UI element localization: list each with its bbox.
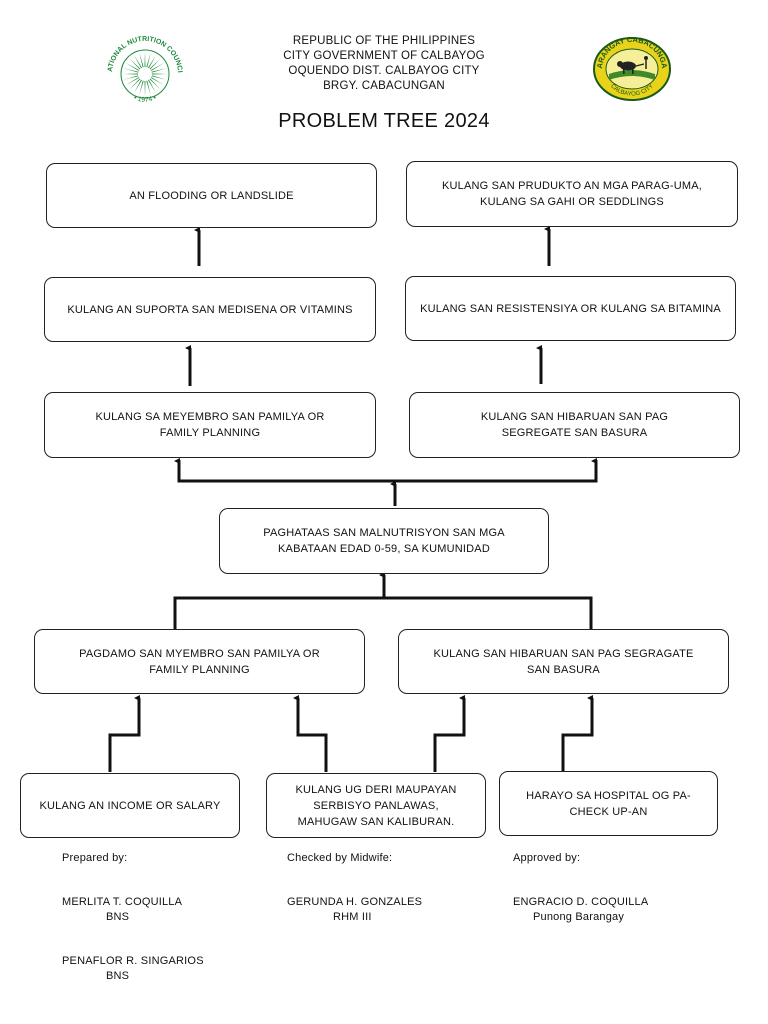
cause-text-left: PAGDAMO SAN MYEMBRO SAN PAMILYA OR FAMIL…: [79, 647, 320, 676]
cause-box-right: KULANG SAN HIBARUAN SAN PAG SEGRAGATE SA…: [398, 629, 729, 694]
checked-by-label: Checked by Midwife:: [287, 852, 393, 864]
causes-bracket: [173, 596, 593, 629]
preparer-1-signature: MERLITA T. COQUILLA BNS: [62, 895, 182, 925]
preparer-2-signature: PENAFLOR R. SINGARIOS BNS: [62, 954, 204, 984]
sunburst-ray: [149, 78, 161, 90]
sunburst-ray: [150, 63, 165, 71]
header-line-1: REPUBLIC OF THE PHILIPPINES: [292, 35, 476, 47]
prepared-by-label: Prepared by:: [62, 852, 128, 864]
sunburst-ray: [123, 73, 139, 75]
national-nutrition-council-logo: NATIONAL NUTRITION COUNCIL • 1974 •: [100, 36, 183, 110]
sunburst-ray: [149, 58, 161, 70]
arrow-root-right-to-cause-right: [561, 695, 594, 772]
sunburst-ray: [148, 54, 156, 69]
approved-by-label: Approved by:: [513, 852, 581, 864]
header-line-2: CITY GOVERNMENT OF CALBAYOG: [283, 50, 485, 62]
preparer-1-name: MERLITA T. COQUILLA: [62, 896, 183, 908]
effect-text-top-left: AN FLOODING OR LANDSLIDE: [129, 189, 294, 202]
effect-box-low-left: KULANG SA MEYEMBRO SAN PAMILYA OR FAMILY…: [44, 392, 376, 458]
sunburst-ray: [134, 54, 142, 69]
sunburst-ray: [134, 79, 142, 94]
root-cause-text-left: KULANG AN INCOME OR SALARY: [39, 799, 221, 812]
sunburst-icon: [120, 49, 170, 99]
preparer-2-name: PENAFLOR R. SINGARIOS: [62, 955, 204, 967]
preparer-1-role: BNS: [106, 911, 130, 923]
core-problem-box: PAGHATAAS SAN MALNUTRISYON SAN MGA KABAT…: [219, 508, 549, 574]
effect-text-low-right: KULANG SAN HIBARUAN SAN PAG SEGREGATE SA…: [480, 411, 669, 439]
sunburst-ray: [139, 52, 144, 68]
sunburst-ray: [151, 68, 167, 73]
effect-box-low-right: KULANG SAN HIBARUAN SAN PAG SEGREGATE SA…: [409, 392, 740, 458]
sunburst-ray: [151, 75, 167, 80]
header-line-3: OQUENDO DIST. CALBAYOG CITY: [288, 65, 480, 77]
root-cause-text-right: HARAYO SA HOSPITAL OG PA-CHECK UP-AN: [526, 789, 691, 818]
effect-box-top-left: AN FLOODING OR LANDSLIDE: [46, 163, 377, 228]
root-cause-text-center: KULANG UG DERI MAUPAYAN SERBISYO PANLAWA…: [295, 783, 457, 828]
approver-signature: ENGRACIO D. COQUILLA Punong Barangay: [513, 895, 648, 925]
page-title: PROBLEM TREE 2024: [278, 110, 490, 132]
sunburst-ray: [146, 52, 151, 68]
effect-text-top-right: KULANG SAN PRUDUKTO AN MGA PARAG-UMA, KU…: [441, 180, 703, 208]
checker-name: GERUNDA H. GONZALES: [287, 896, 423, 908]
cause-box-left: PAGDAMO SAN MYEMBRO SAN PAMILYA OR FAMIL…: [34, 629, 365, 694]
effect-box-top-right: KULANG SAN PRUDUKTO AN MGA PARAG-UMA, KU…: [406, 161, 738, 227]
arrow-root-center-to-cause-left: [293, 695, 328, 772]
svg-text:• 1974 •: • 1974 •: [132, 94, 158, 104]
sunburst-ray: [144, 52, 146, 68]
checker-signature: GERUNDA H. GONZALES RHM III: [287, 895, 422, 925]
sunburst-ray: [139, 80, 144, 96]
effect-text-mid-right: KULANG SAN RESISTENSIYA OR KULANG SA BIT…: [420, 302, 721, 315]
approver-role: Punong Barangay: [533, 911, 625, 923]
arrow-root-center-to-cause-right: [433, 695, 466, 772]
arrow-root-left-to-cause-left: [108, 695, 141, 772]
sunburst-ray: [129, 78, 141, 90]
approver-name: ENGRACIO D. COQUILLA: [513, 896, 649, 908]
barangay-cabacungan-logo: BARANGAY CABACUNGAN CALBAYOG CITY: [592, 36, 671, 101]
sunburst-ray: [125, 77, 140, 85]
sunburst-ray: [151, 73, 167, 75]
checker-role: RHM III: [333, 911, 372, 923]
header-block: REPUBLIC OF THE PHILIPPINES CITY GOVERNM…: [234, 34, 534, 94]
effect-text-mid-left: KULANG AN SUPORTA SAN MEDISENA OR VITAMI…: [67, 303, 353, 316]
sunburst-ray: [129, 58, 141, 70]
root-cause-box-center: KULANG UG DERI MAUPAYAN SERBISYO PANLAWA…: [266, 773, 486, 838]
sunburst-ray: [144, 80, 146, 96]
sunburst-ray: [148, 79, 156, 94]
effect-box-mid-right: KULANG SAN RESISTENSIYA OR KULANG SA BIT…: [405, 276, 736, 341]
root-cause-box-right: HARAYO SA HOSPITAL OG PA-CHECK UP-AN: [499, 771, 718, 836]
sunburst-ray: [125, 63, 140, 71]
sunburst-ray: [123, 68, 139, 73]
sunburst-ray: [146, 80, 151, 96]
sunburst-ray: [150, 77, 165, 85]
root-cause-box-left: KULANG AN INCOME OR SALARY: [20, 773, 240, 838]
effects-bracket: [177, 460, 598, 483]
core-problem-text: PAGHATAAS SAN MALNUTRISYON SAN MGA KABAT…: [263, 527, 505, 555]
carabao-farmer-icon: [617, 56, 648, 74]
sunburst-ray: [123, 75, 139, 80]
preparer-2-role: BNS: [106, 970, 130, 982]
header-line-4: BRGY. CABACUNGAN: [323, 80, 445, 92]
cause-text-right: KULANG SAN HIBARUAN SAN PAG SEGRAGATE SA…: [433, 647, 694, 676]
effect-text-low-left: KULANG SA MEYEMBRO SAN PAMILYA OR FAMILY…: [95, 411, 325, 439]
logo-inner-ring: [120, 49, 170, 99]
effect-box-mid-left: KULANG AN SUPORTA SAN MEDISENA OR VITAMI…: [44, 277, 376, 342]
logo-year-text: • 1974 •: [132, 94, 158, 104]
